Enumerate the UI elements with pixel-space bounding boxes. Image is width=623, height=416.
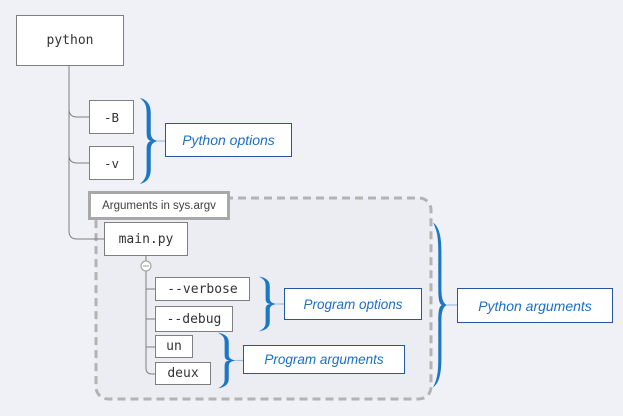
python-arguments-label: Python arguments: [478, 297, 592, 314]
program-arguments-label-box: Program arguments: [243, 345, 405, 374]
connector-main-to-deux: [145, 271, 155, 375]
node-un-label: un: [166, 339, 182, 354]
connector-python-to-v: [68, 154, 89, 164]
node-b-option-label: -B: [103, 109, 120, 125]
node-python-label: python: [46, 33, 94, 48]
node-main-py: main.py: [104, 222, 188, 256]
tree-connector-lines: [68, 66, 155, 375]
sys-argv-group-title: Arguments in sys.argv: [88, 191, 230, 220]
node-v-option-label: -v: [103, 155, 120, 171]
python-options-label-box: Python options: [165, 123, 292, 157]
program-options-label: Program options: [303, 296, 403, 312]
program-arguments-label: Program arguments: [264, 352, 384, 367]
node-v-option: -v: [89, 146, 134, 180]
node-un: un: [155, 335, 193, 358]
python-arguments-label-box: Python arguments: [457, 288, 613, 323]
sys-argv-group-title-label: Arguments in sys.argv: [102, 199, 216, 212]
program-options-label-box: Program options: [284, 288, 422, 320]
connector-python-to-b: [68, 108, 89, 118]
python-options-label: Python options: [182, 132, 275, 148]
node-debug: --debug: [155, 306, 233, 332]
node-deux-label: deux: [167, 366, 199, 381]
connector-python-to-main: [68, 66, 104, 240]
node-debug-label: --debug: [166, 311, 222, 327]
node-main-py-label: main.py: [118, 231, 174, 247]
node-verbose-label: --verbose: [167, 281, 238, 297]
node-verbose: --verbose: [155, 277, 250, 301]
node-deux: deux: [155, 362, 211, 385]
node-python: python: [16, 15, 124, 66]
node-b-option: -B: [89, 100, 134, 134]
minus-circle-icon[interactable]: [140, 260, 152, 272]
brace-label-ticks: [158, 140, 457, 362]
